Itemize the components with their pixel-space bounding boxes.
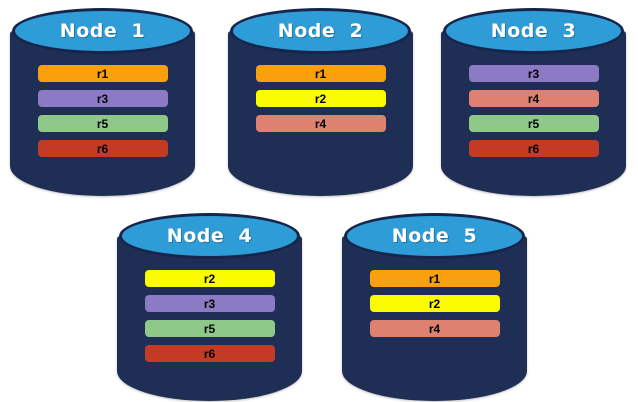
replica-bar: r3	[468, 65, 599, 82]
node-cylinder-5: Node 5 r1 r2 r4	[342, 213, 527, 401]
cylinder-body	[117, 236, 302, 401]
cylinder-body	[342, 236, 527, 401]
replica-bar: r3	[37, 90, 168, 107]
replica-list: r3 r4 r5 r6	[441, 65, 626, 157]
node-title: Node 4	[166, 225, 253, 247]
replica-bar: r1	[369, 270, 500, 287]
cylinder-cap: Node 3	[443, 8, 624, 54]
replica-list: r1 r2 r4	[228, 65, 413, 132]
node-title: Node 1	[59, 20, 146, 42]
node-cylinder-3: Node 3 r3 r4 r5 r6	[441, 8, 626, 196]
replica-bar: r5	[468, 115, 599, 132]
node-cylinder-4: Node 4 r2 r3 r5 r6	[117, 213, 302, 401]
replica-bar: r2	[369, 295, 500, 312]
cylinder-body	[10, 31, 195, 196]
replica-bar: r3	[144, 295, 275, 312]
cylinder-cap: Node 1	[12, 8, 193, 54]
replica-list: r2 r3 r5 r6	[117, 270, 302, 362]
cylinder-body	[441, 31, 626, 196]
node-title: Node 3	[490, 20, 577, 42]
node-cylinder-2: Node 2 r1 r2 r4	[228, 8, 413, 196]
cylinder-cap: Node 5	[344, 213, 525, 259]
replica-bar: r6	[144, 345, 275, 362]
replica-bar: r5	[144, 320, 275, 337]
replica-list: r1 r3 r5 r6	[10, 65, 195, 157]
cylinder-cap: Node 2	[230, 8, 411, 54]
replica-bar: r4	[255, 115, 386, 132]
cylinder-cap: Node 4	[119, 213, 300, 259]
replica-bar: r4	[468, 90, 599, 107]
cylinder-body	[228, 31, 413, 196]
node-cylinder-1: Node 1 r1 r3 r5 r6	[10, 8, 195, 196]
replica-bar: r6	[37, 140, 168, 157]
replica-bar: r1	[37, 65, 168, 82]
replica-bar: r1	[255, 65, 386, 82]
replica-bar: r5	[37, 115, 168, 132]
replica-bar: r2	[144, 270, 275, 287]
replica-bar: r6	[468, 140, 599, 157]
replica-list: r1 r2 r4	[342, 270, 527, 337]
replica-bar: r2	[255, 90, 386, 107]
node-title: Node 5	[391, 225, 478, 247]
replica-bar: r4	[369, 320, 500, 337]
node-title: Node 2	[277, 20, 364, 42]
